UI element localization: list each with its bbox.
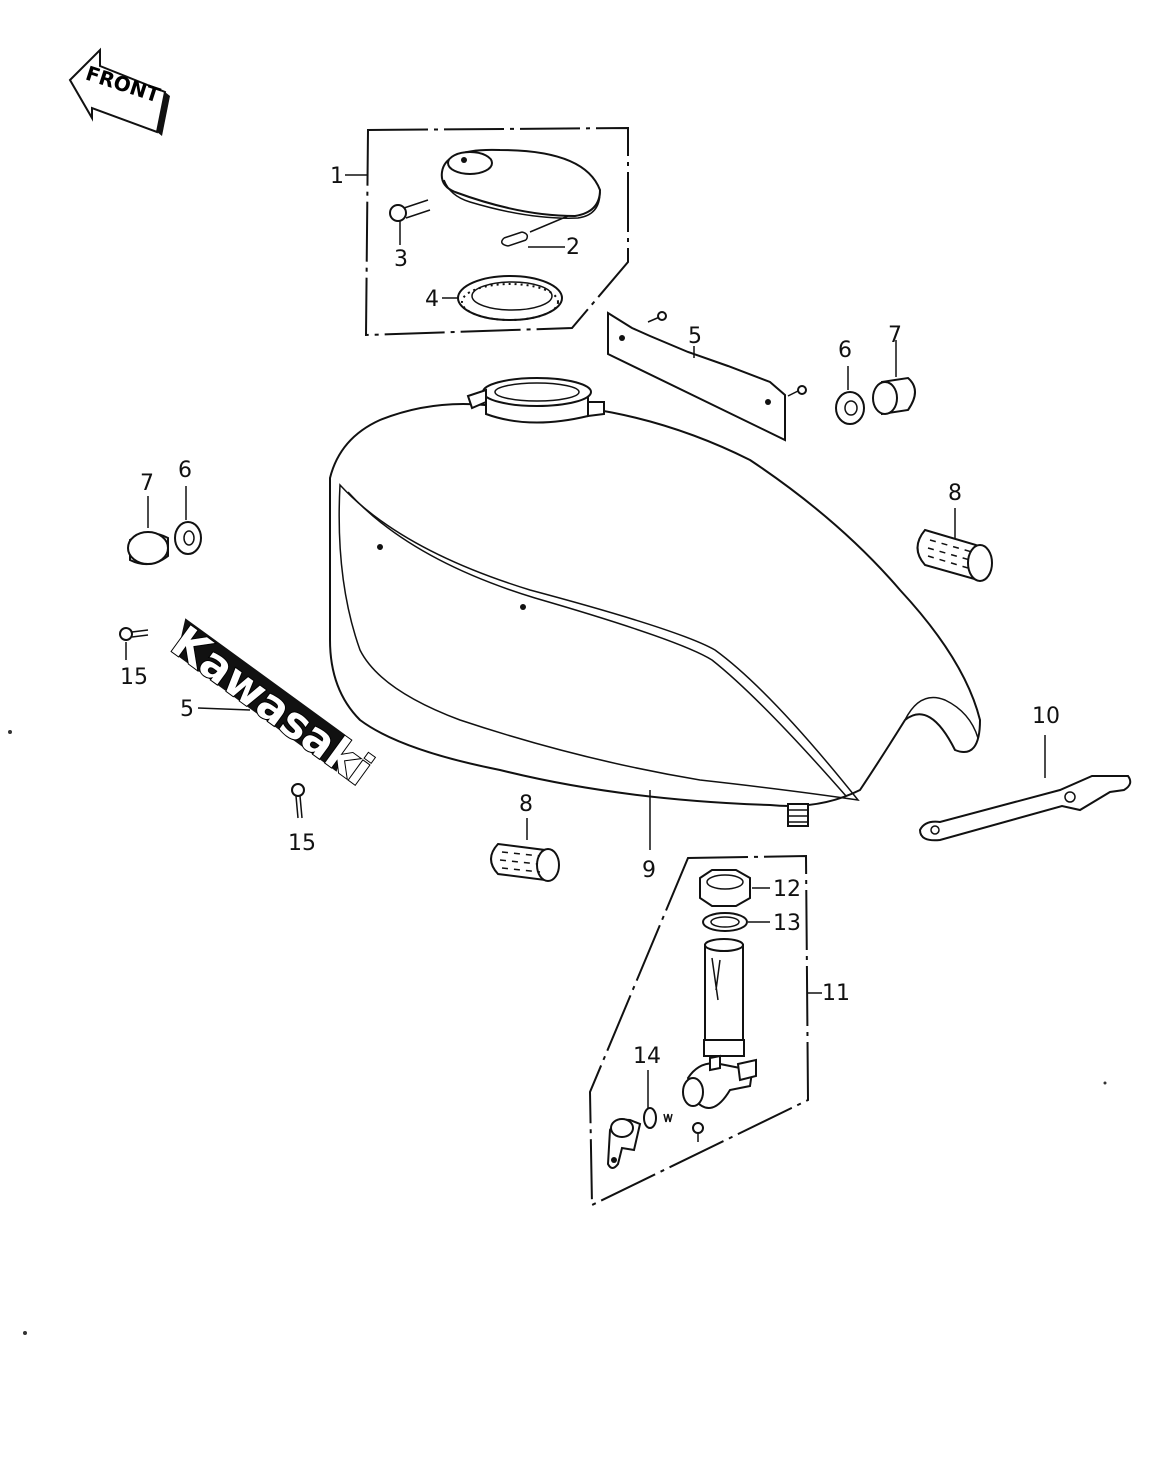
petcock-nut [699, 869, 751, 907]
petcock-screw [692, 1122, 704, 1142]
fuel-cap [440, 148, 602, 219]
callout-3: 3 [394, 247, 408, 272]
callout-13: 13 [773, 911, 801, 936]
lever-o-ring [643, 1107, 657, 1129]
callout-8-bottom: 8 [519, 792, 533, 817]
callout-2: 2 [566, 235, 580, 260]
rubber-cushion-right [872, 340, 916, 416]
callout-6-left: 6 [178, 458, 192, 483]
tank-bracket [918, 735, 1132, 842]
callout-15-top: 15 [120, 665, 148, 690]
screw-bottom-left [291, 783, 305, 819]
callout-7-right: 7 [888, 323, 902, 348]
grommet-bottom [490, 818, 560, 882]
fuel-filter-tube [703, 938, 745, 1057]
petcock-o-ring [702, 912, 748, 932]
heat-shield-plate [607, 311, 807, 442]
callout-14: 14 [633, 1044, 661, 1069]
grommet-right [916, 508, 993, 582]
cap-gasket [457, 275, 563, 321]
tank-outlet [787, 803, 809, 827]
fuel-tank [329, 377, 982, 850]
screw-top-left [119, 627, 149, 660]
callout-5-emblem: 5 [180, 697, 194, 722]
callout-1: 1 [330, 164, 344, 189]
speck [8, 730, 12, 734]
callout-15-bottom: 15 [288, 831, 316, 856]
callout-5-shield: 5 [688, 324, 702, 349]
callout-12: 12 [773, 877, 801, 902]
speck [1103, 1081, 1107, 1085]
callout-8-right: 8 [948, 481, 962, 506]
callout-9: 9 [642, 858, 656, 883]
fuel-petcock-box [588, 854, 822, 1207]
fuel-cap-assembly-box [345, 126, 629, 337]
callout-4: 4 [425, 287, 439, 312]
front-arrow: FRONT [68, 47, 170, 136]
speck [23, 1331, 27, 1335]
callout-10: 10 [1032, 704, 1060, 729]
cap-bolt [389, 199, 431, 222]
washer-right [835, 366, 865, 425]
callout-7-left: 7 [140, 471, 154, 496]
callout-11: 11 [822, 981, 850, 1006]
lever-spring [663, 1113, 673, 1123]
petcock-lever [606, 1118, 642, 1169]
filler-neck [466, 377, 605, 424]
callout-6-right: 6 [838, 338, 852, 363]
petcock-body [682, 1054, 757, 1109]
rubber-cushion-left [127, 496, 169, 566]
cap-pin [501, 231, 529, 247]
washer-left [174, 486, 202, 555]
